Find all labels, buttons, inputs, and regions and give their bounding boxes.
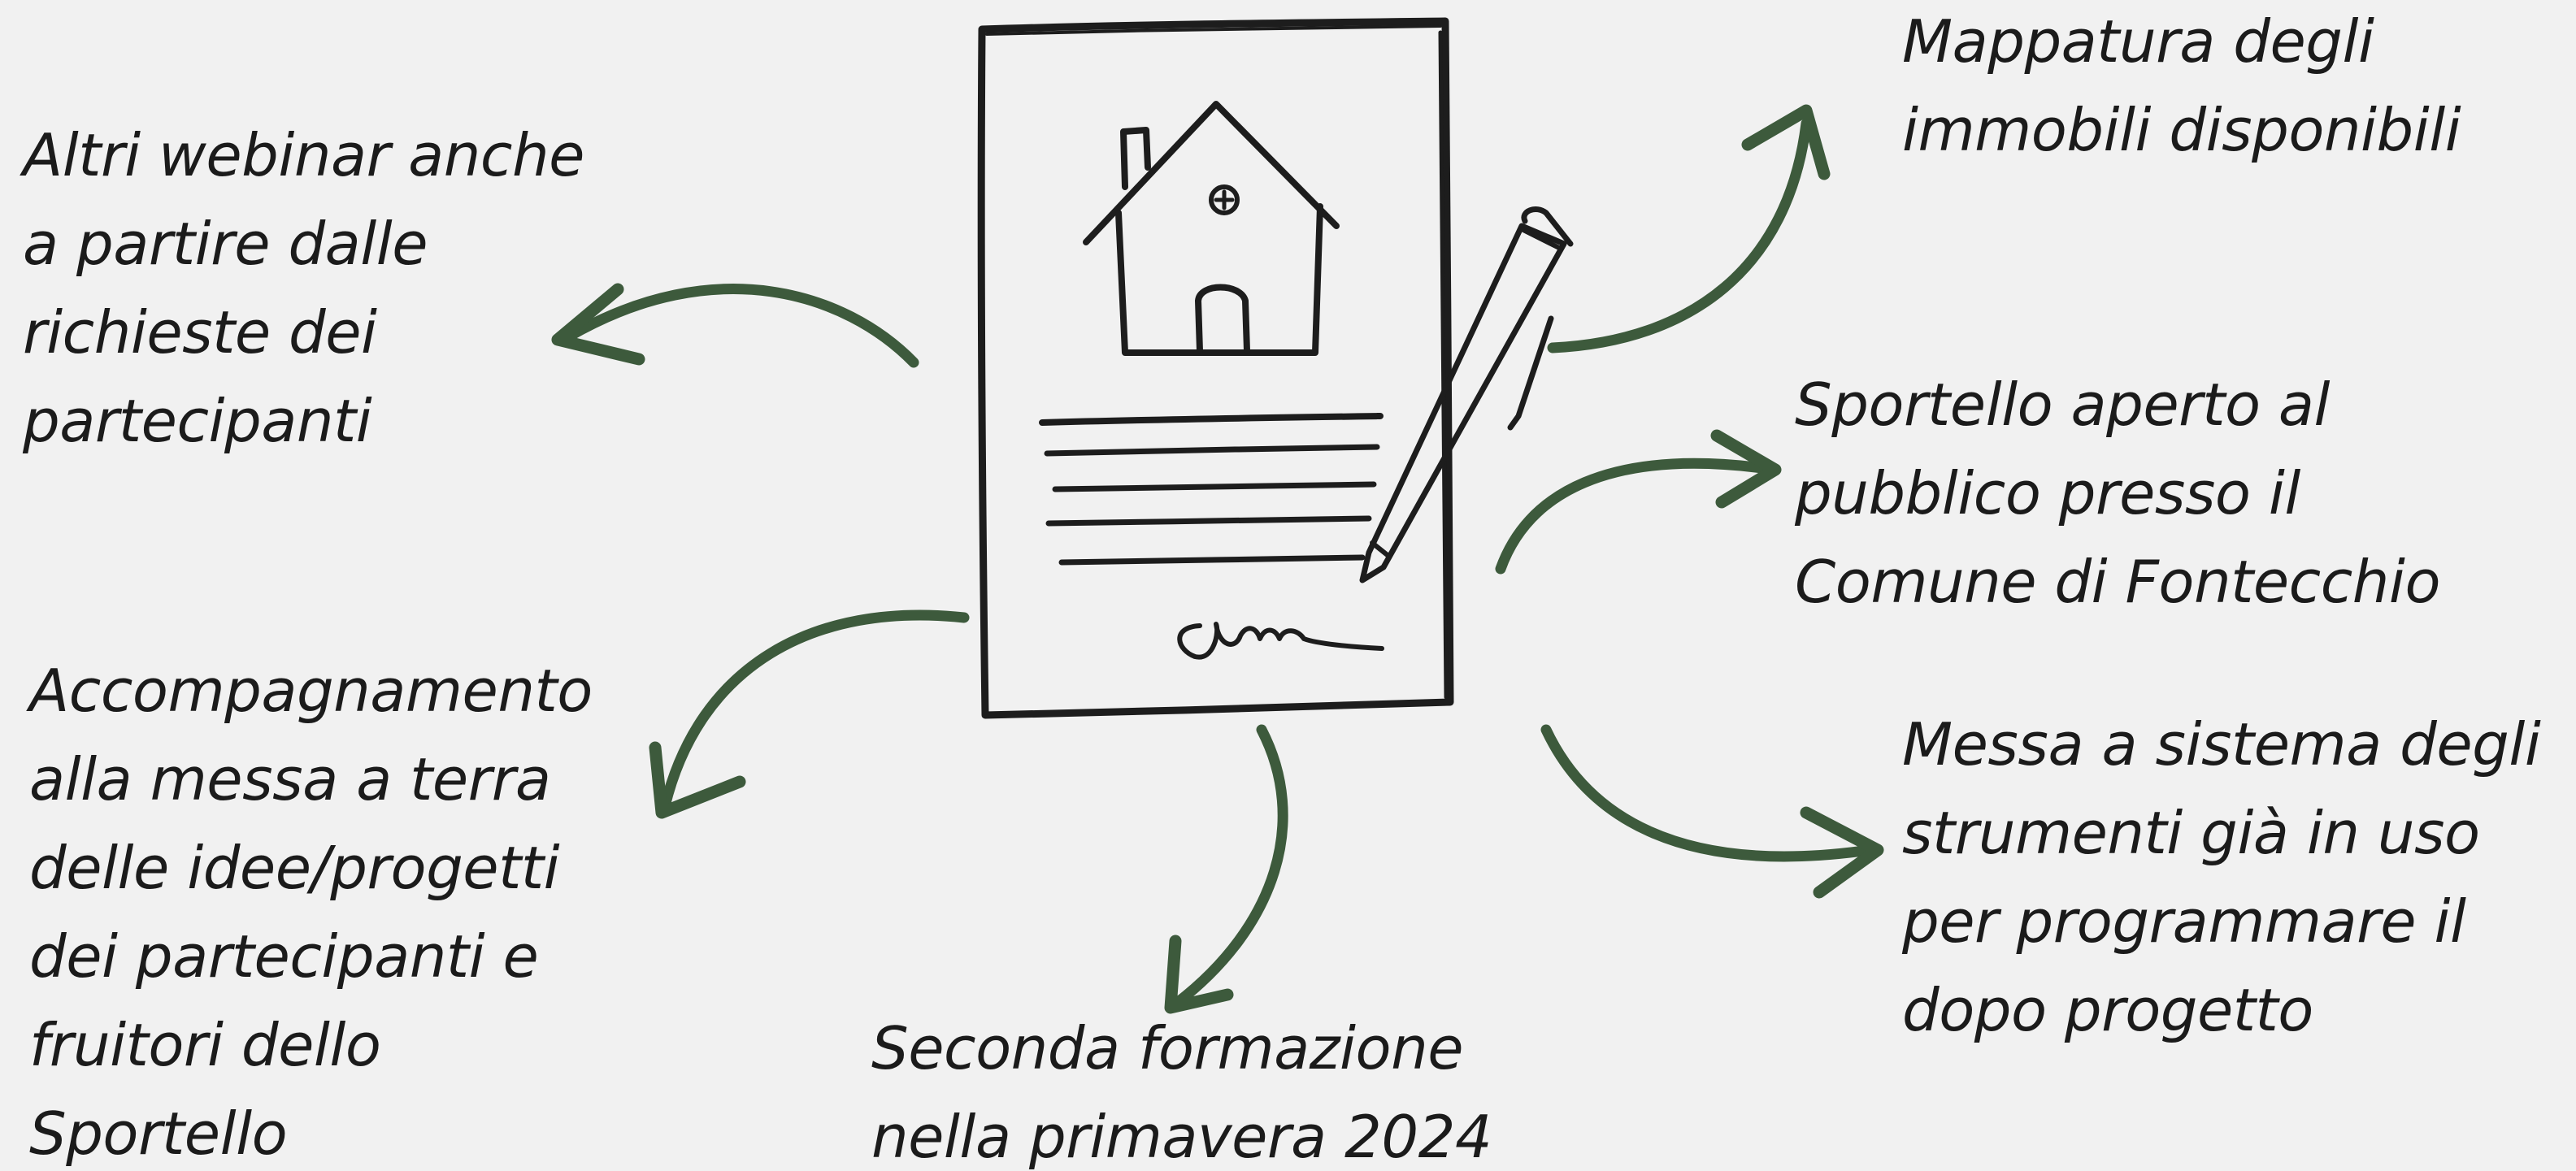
arrow-to-accompagnamento	[649, 609, 970, 819]
label-accompagnamento: Accompagnamento alla messa a terra delle…	[29, 657, 593, 1168]
arrow-to-formazione	[1164, 724, 1288, 1014]
label-mappatura-immobili: Mappatura degli immobili disponibili	[1902, 7, 2461, 164]
arrow-to-webinar	[551, 283, 919, 368]
label-sportello-aperto: Sportello aperto al pubblico presso il C…	[1795, 371, 2441, 616]
document-with-house-and-pen-icon	[977, 17, 1574, 719]
arrow-to-mappatura	[1547, 104, 1831, 353]
label-seconda-formazione: Seconda formazione nella primavera 2024	[871, 1014, 1492, 1171]
text-lines	[1039, 413, 1384, 566]
label-altri-webinar: Altri webinar anche a partire dalle rich…	[23, 121, 584, 455]
arrow-to-sportello	[1495, 429, 1782, 575]
pen-icon	[1359, 206, 1574, 583]
signature	[1177, 622, 1384, 660]
arrow-to-messa-sistema	[1540, 724, 1884, 899]
document-sheet	[977, 17, 1454, 719]
label-messa-a-sistema: Messa a sistema degli strumenti già in u…	[1902, 710, 2541, 1044]
house-icon	[1083, 101, 1340, 356]
